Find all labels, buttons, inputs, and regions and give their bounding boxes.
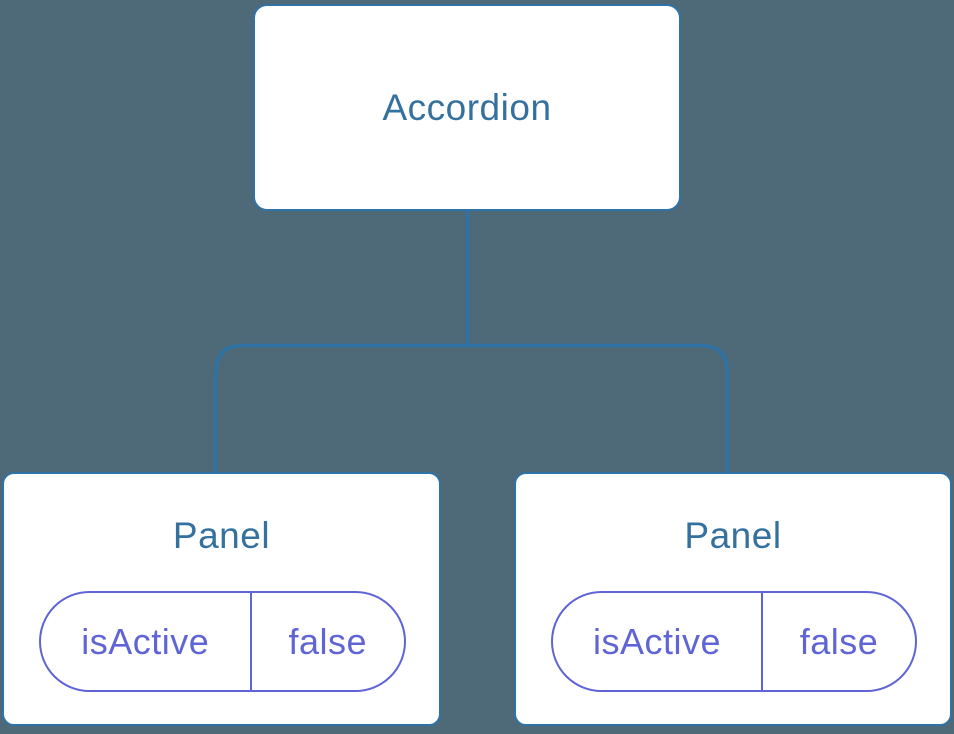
panel-node-left: Panel isActive false (2, 472, 441, 726)
state-name-cell: isActive (553, 593, 763, 690)
state-name-cell: isActive (41, 593, 252, 690)
state-value-cell: false (252, 593, 404, 690)
state-value-cell: false (763, 593, 915, 690)
panel-node-right: Panel isActive false (514, 472, 952, 726)
state-name: isActive (81, 620, 210, 662)
connector-branch (213, 343, 730, 474)
state-pill: isActive false (39, 591, 406, 692)
state-value: false (799, 620, 879, 662)
accordion-node-label: Accordion (382, 87, 552, 128)
accordion-node: Accordion (253, 4, 681, 211)
panel-node-label: Panel (684, 515, 782, 556)
panel-node-label: Panel (172, 515, 271, 556)
state-name: isActive (592, 620, 721, 662)
state-value: false (288, 620, 368, 662)
state-pill: isActive false (551, 591, 917, 692)
